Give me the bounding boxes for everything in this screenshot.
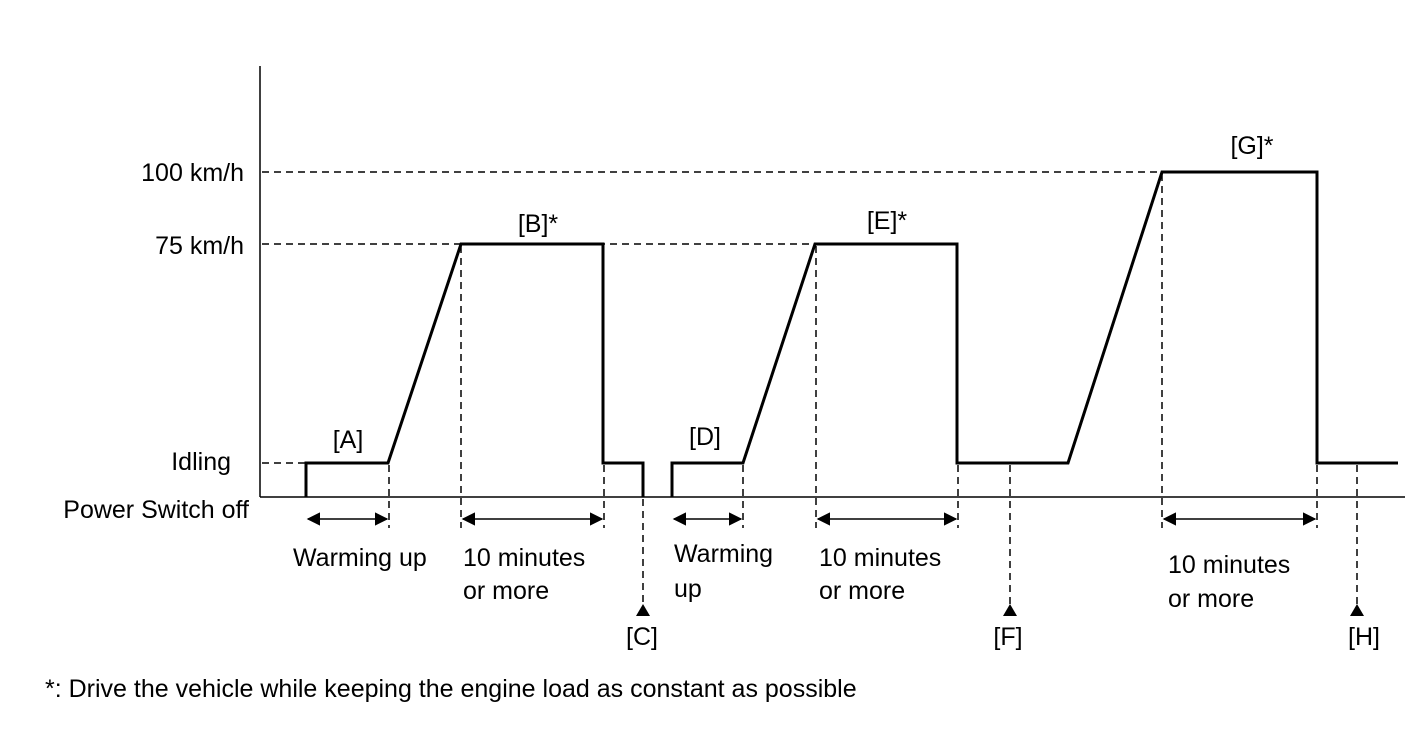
duration-b-line2: or more [463, 577, 549, 605]
duration-warming-up-2-line1: Warming [674, 540, 773, 568]
label-75kmh: 75 km/h [155, 232, 244, 260]
label-100kmh: 100 km/h [141, 159, 244, 187]
event-h-label: [H] [1348, 623, 1380, 651]
duration-g-line1: 10 minutes [1168, 551, 1290, 579]
duration-warming-up-1: Warming up [293, 544, 427, 572]
speed-profile-1 [304, 242, 645, 497]
marker-a: [A] [333, 426, 364, 454]
marker-d: [D] [689, 423, 721, 451]
marker-g: [G]* [1230, 132, 1273, 160]
marker-e: [E]* [867, 207, 908, 235]
label-power-switch-off: Power Switch off [63, 496, 249, 524]
duration-b-line1: 10 minutes [463, 544, 585, 572]
label-idling: Idling [171, 448, 231, 476]
event-c-label: [C] [626, 623, 658, 651]
duration-e-line2: or more [819, 577, 905, 605]
speed-profile-2 [670, 170, 1398, 497]
marker-b: [B]* [518, 210, 559, 238]
event-c-triangle [636, 604, 650, 616]
footnote: *: Drive the vehicle while keeping the e… [45, 675, 857, 703]
event-f-label: [F] [993, 623, 1022, 651]
duration-warming-up-2-line2: up [674, 575, 702, 603]
event-f-triangle [1003, 604, 1017, 616]
event-h-triangle [1350, 604, 1364, 616]
duration-e-line1: 10 minutes [819, 544, 941, 572]
duration-g-line2: or more [1168, 585, 1254, 613]
